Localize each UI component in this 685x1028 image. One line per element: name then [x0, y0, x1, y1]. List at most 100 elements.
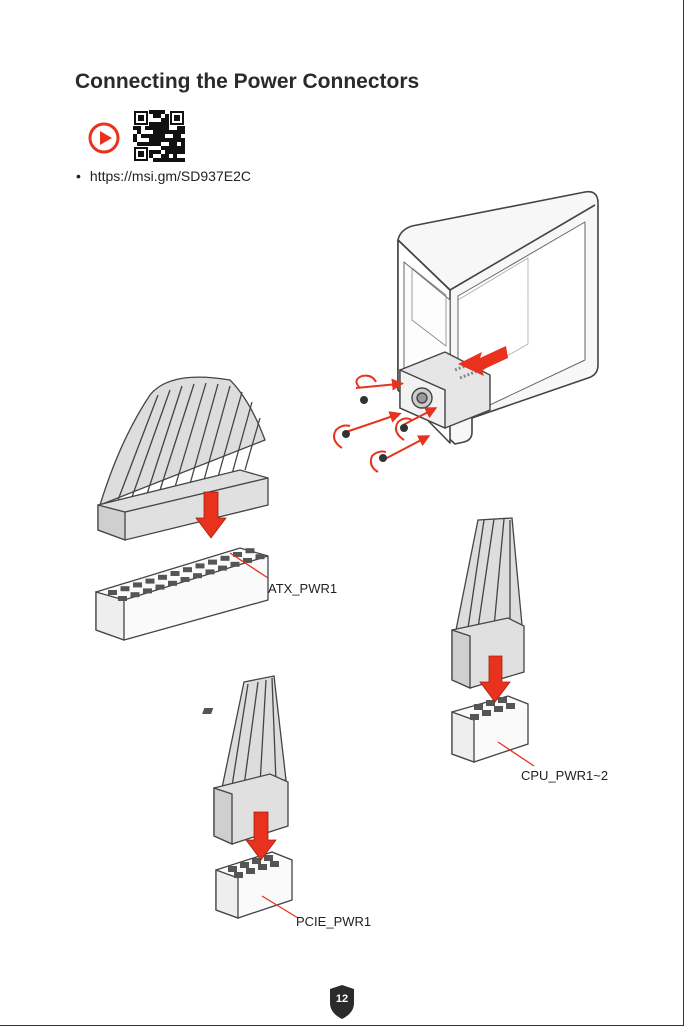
qr-module — [161, 110, 165, 114]
qr-module — [133, 134, 137, 138]
qr-module — [149, 150, 153, 154]
qr-module — [153, 134, 157, 138]
qr-module — [165, 118, 169, 122]
qr-module — [177, 134, 181, 138]
atx-pin-hole — [108, 590, 117, 595]
qr-module — [153, 150, 157, 154]
atx-pin-hole — [120, 586, 130, 592]
atx-pin-hole — [145, 578, 155, 584]
atx-pin-hole — [220, 555, 230, 561]
qr-module — [165, 126, 169, 130]
qr-module — [153, 122, 157, 126]
qr-module — [161, 138, 165, 142]
video-link[interactable]: https://msi.gm/SD937E2C — [89, 168, 251, 184]
cpu-header-drawing — [202, 695, 529, 763]
qr-module — [149, 126, 153, 130]
qr-module — [177, 158, 181, 162]
pcie-cable-drawing — [213, 675, 289, 846]
atx-pin-hole — [193, 573, 202, 579]
atx-cable-drawing — [97, 376, 269, 541]
qr-module — [153, 138, 157, 142]
qr-module — [157, 158, 161, 162]
qr-module — [153, 158, 157, 162]
atx-pin-hole — [205, 569, 215, 575]
qr-module — [137, 130, 141, 134]
qr-module — [153, 114, 157, 118]
atx-pin-hole — [233, 552, 242, 557]
qr-module — [169, 150, 173, 154]
link-item: • https://msi.gm/SD937E2C — [76, 168, 251, 184]
qr-module — [141, 134, 145, 138]
qr-module — [133, 138, 137, 142]
qr-module — [161, 122, 165, 126]
qr-module — [181, 126, 185, 130]
qr-module — [137, 142, 141, 146]
qr-module — [181, 142, 185, 146]
pcie-insert-arrow — [245, 811, 277, 861]
atx-pin-hole — [180, 577, 190, 582]
qr-module — [165, 138, 169, 142]
qr-module — [149, 138, 153, 142]
pcie-leader-line — [261, 895, 299, 919]
bullet: • — [76, 168, 81, 184]
qr-module — [161, 146, 165, 150]
pcie-header-drawing — [215, 851, 293, 919]
qr-module — [173, 130, 177, 134]
qr-module — [161, 130, 165, 134]
qr-module — [165, 150, 169, 154]
screw-arrows — [333, 374, 438, 473]
qr-module — [177, 138, 181, 142]
qr-module — [145, 126, 149, 130]
atx-pwr1-label: ATX_PWR1 — [268, 581, 338, 596]
screws — [342, 396, 408, 462]
atx-pin-hole — [133, 582, 142, 588]
qr-module — [165, 130, 169, 134]
qr-module — [165, 154, 169, 158]
qr-module — [181, 150, 185, 154]
pcie-pwr1-label: PCIE_PWR1 — [296, 914, 372, 929]
qr-module — [161, 126, 165, 130]
qr-module — [153, 110, 157, 114]
atx-pin-hole — [168, 580, 177, 586]
page-title: Connecting the Power Connectors — [75, 70, 420, 93]
atx-pin-hole — [118, 596, 127, 601]
atx-insert-arrow — [195, 491, 227, 539]
qr-code-icon[interactable] — [133, 110, 185, 162]
atx-pin-hole — [255, 554, 265, 560]
qr-module — [149, 110, 153, 114]
qr-module — [173, 142, 177, 146]
qr-module — [169, 130, 173, 134]
qr-module — [177, 146, 181, 150]
qr-module — [161, 154, 165, 158]
qr-module — [173, 150, 177, 154]
qr-module — [157, 150, 161, 154]
atx-pin-hole — [245, 548, 255, 554]
qr-module — [181, 146, 185, 150]
qr-module — [133, 126, 137, 130]
qr-module — [157, 110, 161, 114]
atx-pin-hole — [183, 567, 192, 573]
qr-module — [145, 142, 149, 146]
qr-module — [169, 138, 173, 142]
qr-module — [181, 130, 185, 134]
atx-pin-hole — [143, 588, 152, 594]
atx-pin-hole — [218, 565, 227, 571]
qr-module — [141, 142, 145, 146]
atx-pin-hole — [155, 584, 165, 590]
qr-module — [157, 134, 161, 138]
qr-module — [157, 130, 161, 134]
qr-module — [169, 142, 173, 146]
qr-module — [173, 154, 177, 158]
qr-module — [169, 158, 173, 162]
qr-module — [157, 142, 161, 146]
atx-pin-hole — [170, 571, 180, 576]
play-icon[interactable] — [88, 122, 120, 154]
qr-module — [165, 146, 169, 150]
qr-module — [153, 126, 157, 130]
qr-module — [165, 114, 169, 118]
page-number: 12 — [335, 993, 349, 1005]
qr-module — [157, 114, 161, 118]
qr-module — [161, 118, 165, 122]
qr-module — [153, 142, 157, 146]
